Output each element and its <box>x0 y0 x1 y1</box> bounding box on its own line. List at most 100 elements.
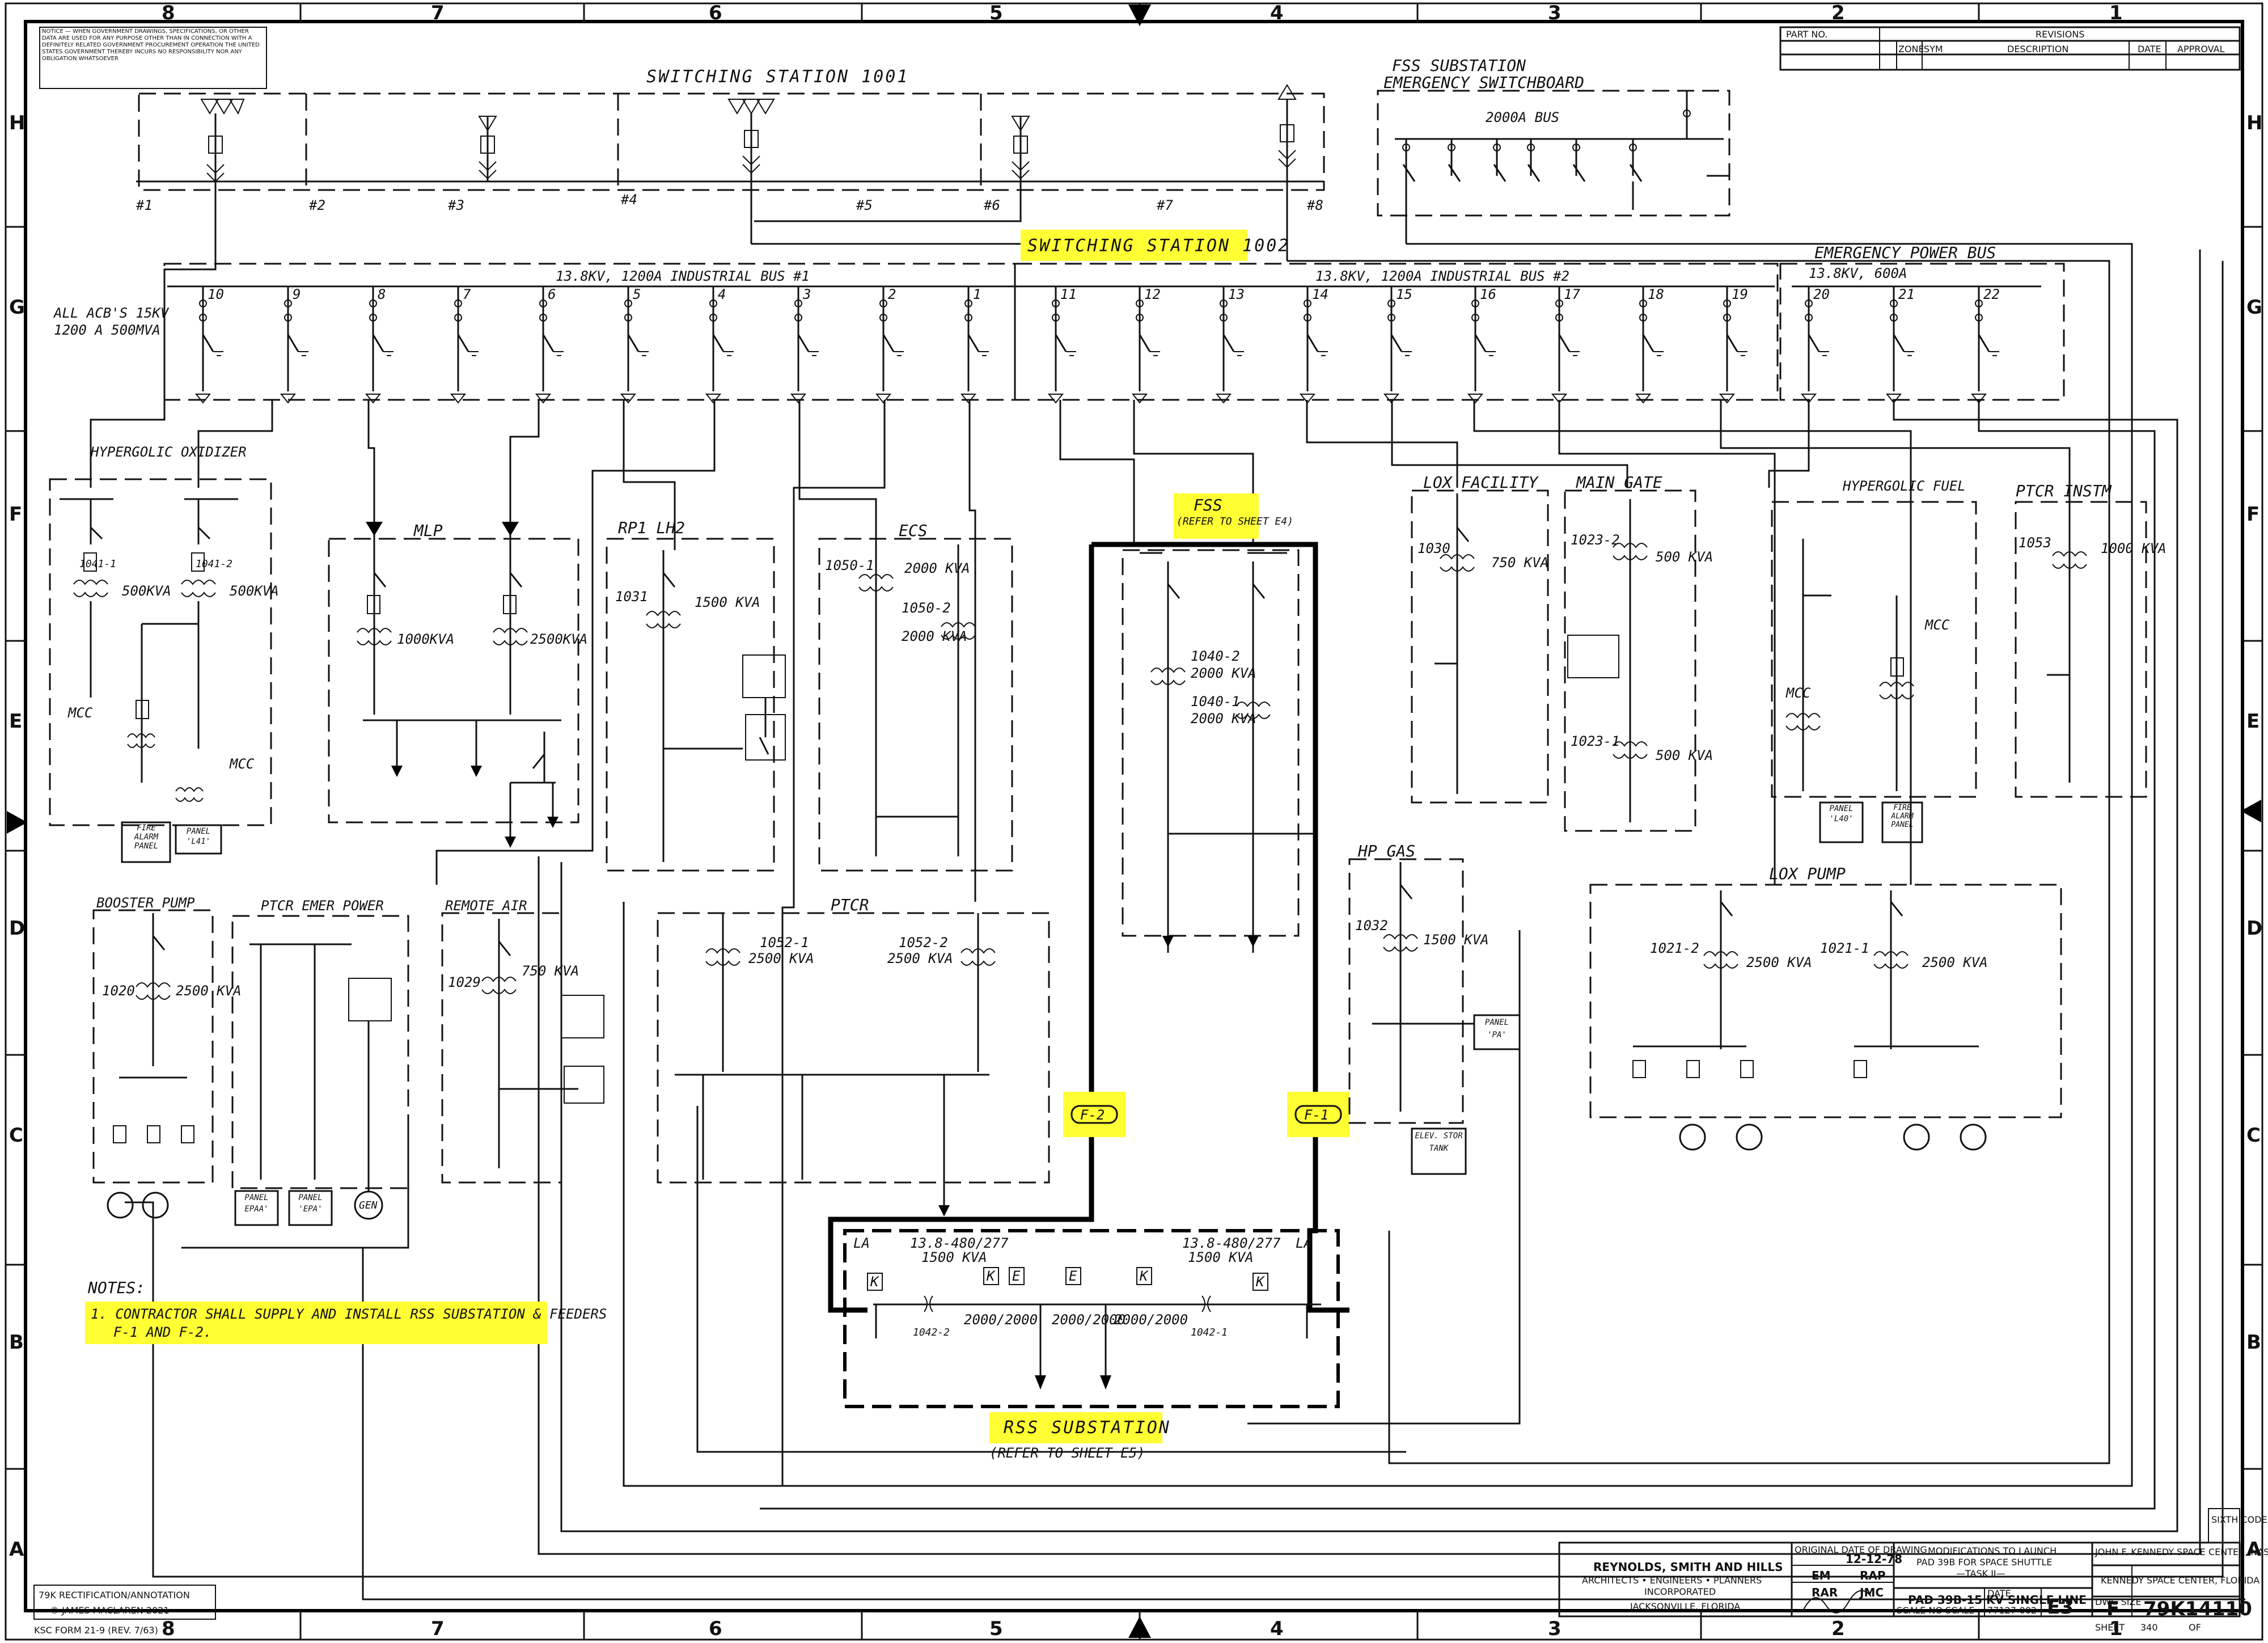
svg-text:5: 5 <box>989 1617 1003 1640</box>
svg-text:K: K <box>1255 1274 1265 1290</box>
booster-pump-substation: BOOSTER PUMP 1020 2500 KVA <box>92 895 242 1219</box>
breaker-label: 5 <box>633 286 641 302</box>
svg-text:#6: #6 <box>983 197 1000 213</box>
svg-text:F: F <box>9 503 22 526</box>
svg-text:D: D <box>2246 917 2262 940</box>
svg-text:2000 KVA: 2000 KVA <box>1191 711 1256 727</box>
svg-text:INCORPORATED: INCORPORATED <box>1644 1586 1716 1597</box>
svg-text:REYNOLDS, SMITH AND HILLS: REYNOLDS, SMITH AND HILLS <box>1593 1560 1783 1574</box>
breaker-label: 10 <box>208 286 224 302</box>
svg-text:E: E <box>9 710 22 733</box>
svg-text:K: K <box>986 1268 996 1284</box>
breaker-label: 2 <box>888 286 896 302</box>
drawing-border <box>5 2 2263 1641</box>
svg-text:PTCR INSTM: PTCR INSTM <box>2016 482 2112 500</box>
svg-text:A: A <box>9 1538 24 1561</box>
svg-text:3: 3 <box>1548 1617 1562 1640</box>
svg-text:1021-1: 1021-1 <box>1820 940 1869 956</box>
svg-text:2500 KVA: 2500 KVA <box>887 951 953 966</box>
rss-substation: LA LA 13.8-480/277 1500 KVA 13.8-480/277… <box>843 1229 1340 1408</box>
svg-text:#7: #7 <box>1156 197 1173 213</box>
svg-text:1023-1: 1023-1 <box>1571 733 1620 749</box>
svg-text:2: 2 <box>1831 1617 1845 1640</box>
breaker-14: 14 <box>1299 286 1328 404</box>
svg-text:HYPERGOLIC FUEL: HYPERGOLIC FUEL <box>1842 478 1966 494</box>
svg-text:GEN: GEN <box>359 1199 378 1211</box>
panel-l40-label: PANEL 'L40' <box>1829 804 1854 823</box>
svg-text:2000/2000: 2000/2000 <box>1052 1312 1125 1328</box>
svg-text:REMOTE AIR: REMOTE AIR <box>445 898 527 914</box>
breaker-label: 6 <box>548 286 556 302</box>
svg-text:7: 7 <box>431 2 445 24</box>
svg-text:G: G <box>2246 296 2262 319</box>
svg-text:79K14110: 79K14110 <box>2143 1598 2252 1620</box>
svg-text:2: 2 <box>1831 2 1845 24</box>
fss-sub-breakers <box>1402 91 1691 182</box>
breaker-label: 13 <box>1228 286 1245 302</box>
svg-text:5: 5 <box>989 2 1003 24</box>
svg-text:F-1 AND F-2.: F-1 AND F-2. <box>113 1324 211 1340</box>
svg-text:MAIN GATE: MAIN GATE <box>1576 473 1662 492</box>
svg-text:DWG SIZE: DWG SIZE <box>2095 1596 2142 1607</box>
svg-text:JMC: JMC <box>1859 1586 1884 1599</box>
svg-text:#5: #5 <box>856 197 873 213</box>
svg-text:(REFER TO SHEET E4): (REFER TO SHEET E4) <box>1177 516 1293 527</box>
svg-text:1000 KVA: 1000 KVA <box>2101 540 2167 556</box>
svg-text:2000 KVA: 2000 KVA <box>902 628 967 644</box>
svg-text:G: G <box>9 296 25 319</box>
breaker-11: 11 <box>1047 286 1077 404</box>
svg-text:7: 7 <box>431 1617 445 1640</box>
breaker-label: 11 <box>1060 286 1077 302</box>
svg-text:RSS SUBSTATION: RSS SUBSTATION <box>1004 1418 1171 1438</box>
svg-text:HP GAS: HP GAS <box>1357 842 1415 860</box>
breaker-5: 5 <box>620 286 649 404</box>
svg-text:SWITCHING STATION 1002: SWITCHING STATION 1002 <box>1027 236 1290 256</box>
svg-text:340: 340 <box>2140 1622 2158 1633</box>
feeder-tag-f1: F-1 <box>1287 1092 1349 1137</box>
breaker-label: 22 <box>1983 286 2000 302</box>
mlp-substation: MLP 1000KVA 2500KVA <box>328 521 587 848</box>
svg-text:ECS: ECS <box>899 521 928 540</box>
svg-text:LA: LA <box>853 1235 870 1251</box>
svg-text:2500KVA: 2500KVA <box>530 631 587 647</box>
svg-text:1029: 1029 <box>448 974 481 990</box>
ss1001-feeder-2 <box>306 116 618 183</box>
svg-text:OF: OF <box>2189 1622 2201 1633</box>
svg-text:1500 KVA: 1500 KVA <box>1423 932 1489 948</box>
svg-text:2500 KVA: 2500 KVA <box>748 951 814 966</box>
rss-substation-label: RSS SUBSTATION (REFER TO SHEET E5) <box>989 1412 1171 1461</box>
svg-text:1050-2: 1050-2 <box>902 600 951 616</box>
svg-text:1030: 1030 <box>1417 540 1450 556</box>
breaker-6: 6 <box>535 286 564 404</box>
svg-text:REVISIONS: REVISIONS <box>2036 29 2084 40</box>
svg-text:2000/2000: 2000/2000 <box>1114 1312 1188 1328</box>
svg-text:1. CONTRACTOR SHALL SUPPLY AND: 1. CONTRACTOR SHALL SUPPLY AND INSTALL R… <box>91 1306 607 1322</box>
svg-text:2500 KVA: 2500 KVA <box>1922 954 1988 970</box>
svg-text:1040-2: 1040-2 <box>1191 648 1240 664</box>
rectification-credit: 79K RECTIFICATION/ANNOTATION © JAMES MAC… <box>33 1585 216 1636</box>
svg-text:13.8-480/277: 13.8-480/277 <box>910 1235 1009 1251</box>
lox-pump-substation: LOX PUMP 1021-2 2500 KVA 1021-1 2500 KVA <box>1589 864 2062 1151</box>
svg-text:APPROVAL: APPROVAL <box>2177 44 2225 54</box>
ptcr-instm-substation: PTCR INSTM 1053 1000 KVA <box>2015 482 2167 798</box>
svg-text:1040-1: 1040-1 <box>1191 694 1240 709</box>
svg-text:2000 KVA: 2000 KVA <box>904 560 970 576</box>
svg-text:PAD 39B-15 KV SINGLE LINE: PAD 39B-15 KV SINGLE LINE <box>1908 1593 2087 1607</box>
hp-gas-substation: HP GAS 1032 1500 KVA PANEL 'PA' ELEV. ST… <box>1348 842 1521 1175</box>
breaker-label: 7 <box>463 286 471 302</box>
svg-text:6: 6 <box>709 1617 722 1640</box>
svg-text:#8: #8 <box>1306 197 1323 213</box>
svg-text:DESCRIPTION: DESCRIPTION <box>2007 44 2068 54</box>
breaker-label: 14 <box>1312 286 1328 302</box>
svg-text:F-1: F-1 <box>1304 1107 1328 1123</box>
svg-text:1020: 1020 <box>102 983 135 999</box>
svg-text:PAD 39B FOR SPACE SHUTTLE: PAD 39B FOR SPACE SHUTTLE <box>1916 1557 2052 1568</box>
svg-text:RAP: RAP <box>1860 1569 1886 1582</box>
svg-text:HYPERGOLIC OXIDIZER: HYPERGOLIC OXIDIZER <box>90 444 247 460</box>
svg-text:PTCR: PTCR <box>831 896 869 914</box>
svg-text:SYM: SYM <box>1924 44 1943 54</box>
svg-text:1052-2: 1052-2 <box>899 935 948 951</box>
svg-text:#1: #1 <box>136 197 153 213</box>
